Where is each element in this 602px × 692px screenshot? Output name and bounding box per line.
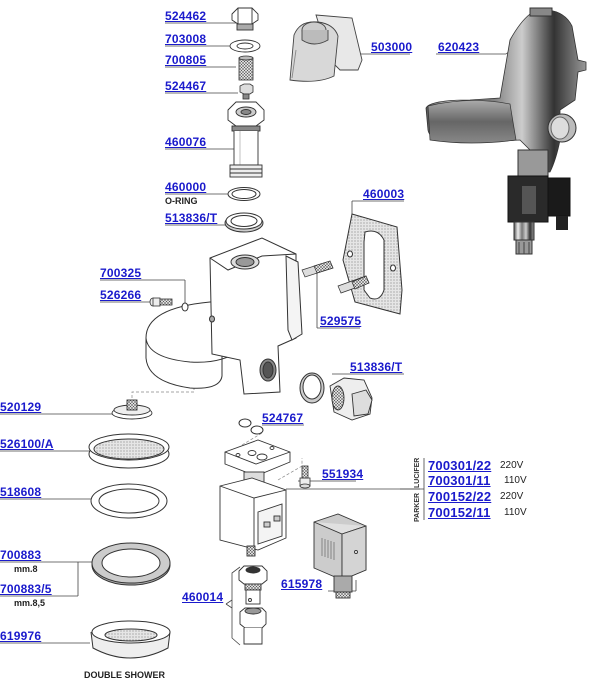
part-520129-dispersion-screw bbox=[111, 399, 153, 420]
valve-link-700152-22[interactable]: 700152/22 bbox=[428, 489, 492, 504]
part-link-513836t-right[interactable]: 513836/T bbox=[350, 360, 403, 374]
part-526100a-shower-screen bbox=[88, 433, 170, 469]
part-link-703008[interactable]: 703008 bbox=[165, 32, 207, 46]
valve-voltage-220v: 220V bbox=[500, 460, 524, 471]
part-529575-studs bbox=[301, 260, 370, 294]
part-note-mm8: mm.8 bbox=[14, 564, 38, 574]
part-link-460014[interactable]: 460014 bbox=[182, 590, 224, 604]
part-619976-double-shower bbox=[90, 620, 171, 659]
part-460000-o-ring bbox=[227, 187, 261, 201]
part-link-620423[interactable]: 620423 bbox=[438, 40, 480, 54]
part-503000-cover bbox=[289, 14, 363, 82]
part-group-head-body bbox=[145, 237, 303, 395]
valve-voltage-110v: 110V bbox=[504, 507, 527, 518]
part-link-524767[interactable]: 524767 bbox=[262, 411, 304, 425]
part-link-513836t-top[interactable]: 513836/T bbox=[165, 211, 218, 225]
part-526266-screw bbox=[149, 297, 173, 307]
part-link-524467[interactable]: 524467 bbox=[165, 79, 207, 93]
part-link-460003[interactable]: 460003 bbox=[363, 187, 405, 201]
part-513836t-gasket-top bbox=[224, 212, 264, 233]
part-link-529575[interactable]: 529575 bbox=[320, 314, 362, 328]
part-link-700805[interactable]: 700805 bbox=[165, 53, 207, 67]
part-link-460000[interactable]: 460000 bbox=[165, 180, 207, 194]
brand-label-parker: PARKER bbox=[414, 492, 421, 522]
part-524467-screw bbox=[239, 83, 254, 100]
part-700325-small-washer bbox=[181, 302, 189, 312]
part-703008-washer bbox=[229, 39, 261, 53]
part-note-o-ring: O-RING bbox=[165, 196, 198, 206]
part-link-619976[interactable]: 619976 bbox=[0, 629, 42, 643]
part-link-700883-5[interactable]: 700883/5 bbox=[0, 582, 52, 596]
part-link-503000[interactable]: 503000 bbox=[371, 40, 413, 54]
part-620423-group-head-assembly-photo bbox=[425, 7, 587, 255]
part-link-700325[interactable]: 700325 bbox=[100, 266, 142, 280]
part-link-526100a[interactable]: 526100/A bbox=[0, 437, 54, 451]
part-link-524462[interactable]: 524462 bbox=[165, 9, 207, 23]
part-note-mm8-5: mm.8,5 bbox=[14, 598, 46, 608]
part-513836t-gasket-right bbox=[299, 372, 325, 404]
part-link-700883[interactable]: 700883 bbox=[0, 548, 42, 562]
part-524462-hex-cap bbox=[231, 7, 259, 31]
valve-voltage-220v: 220V bbox=[500, 491, 524, 502]
valve-voltage-110v: 110V bbox=[504, 475, 527, 486]
part-link-551934[interactable]: 551934 bbox=[322, 467, 364, 481]
valve-link-700152-11[interactable]: 700152/11 bbox=[428, 505, 491, 520]
part-link-460076[interactable]: 460076 bbox=[165, 135, 207, 149]
part-solenoid-valve bbox=[219, 439, 291, 557]
valve-link-700301-11[interactable]: 700301/11 bbox=[428, 473, 491, 488]
part-460003-gasket-plate bbox=[342, 213, 403, 315]
part-551934-screw bbox=[299, 465, 311, 489]
part-460076-fitting bbox=[227, 101, 265, 178]
valve-link-700301-22[interactable]: 700301/22 bbox=[428, 458, 492, 473]
part-700805-filter-mesh bbox=[238, 55, 254, 81]
part-link-520129[interactable]: 520129 bbox=[0, 400, 42, 414]
part-460014-fitting bbox=[238, 565, 268, 645]
part-518608-gasket bbox=[90, 483, 168, 519]
part-plug-fitting bbox=[329, 377, 373, 421]
part-700883-group-gasket bbox=[91, 542, 171, 586]
part-524767-o-rings bbox=[238, 418, 264, 435]
part-link-518608[interactable]: 518608 bbox=[0, 485, 42, 499]
part-note-double-shower: DOUBLE SHOWER bbox=[84, 670, 165, 680]
part-615978-coil-connector bbox=[313, 513, 367, 599]
part-link-615978[interactable]: 615978 bbox=[281, 577, 323, 591]
brand-label-lucifer: LUCIFER bbox=[414, 457, 421, 488]
part-link-526266[interactable]: 526266 bbox=[100, 288, 142, 302]
